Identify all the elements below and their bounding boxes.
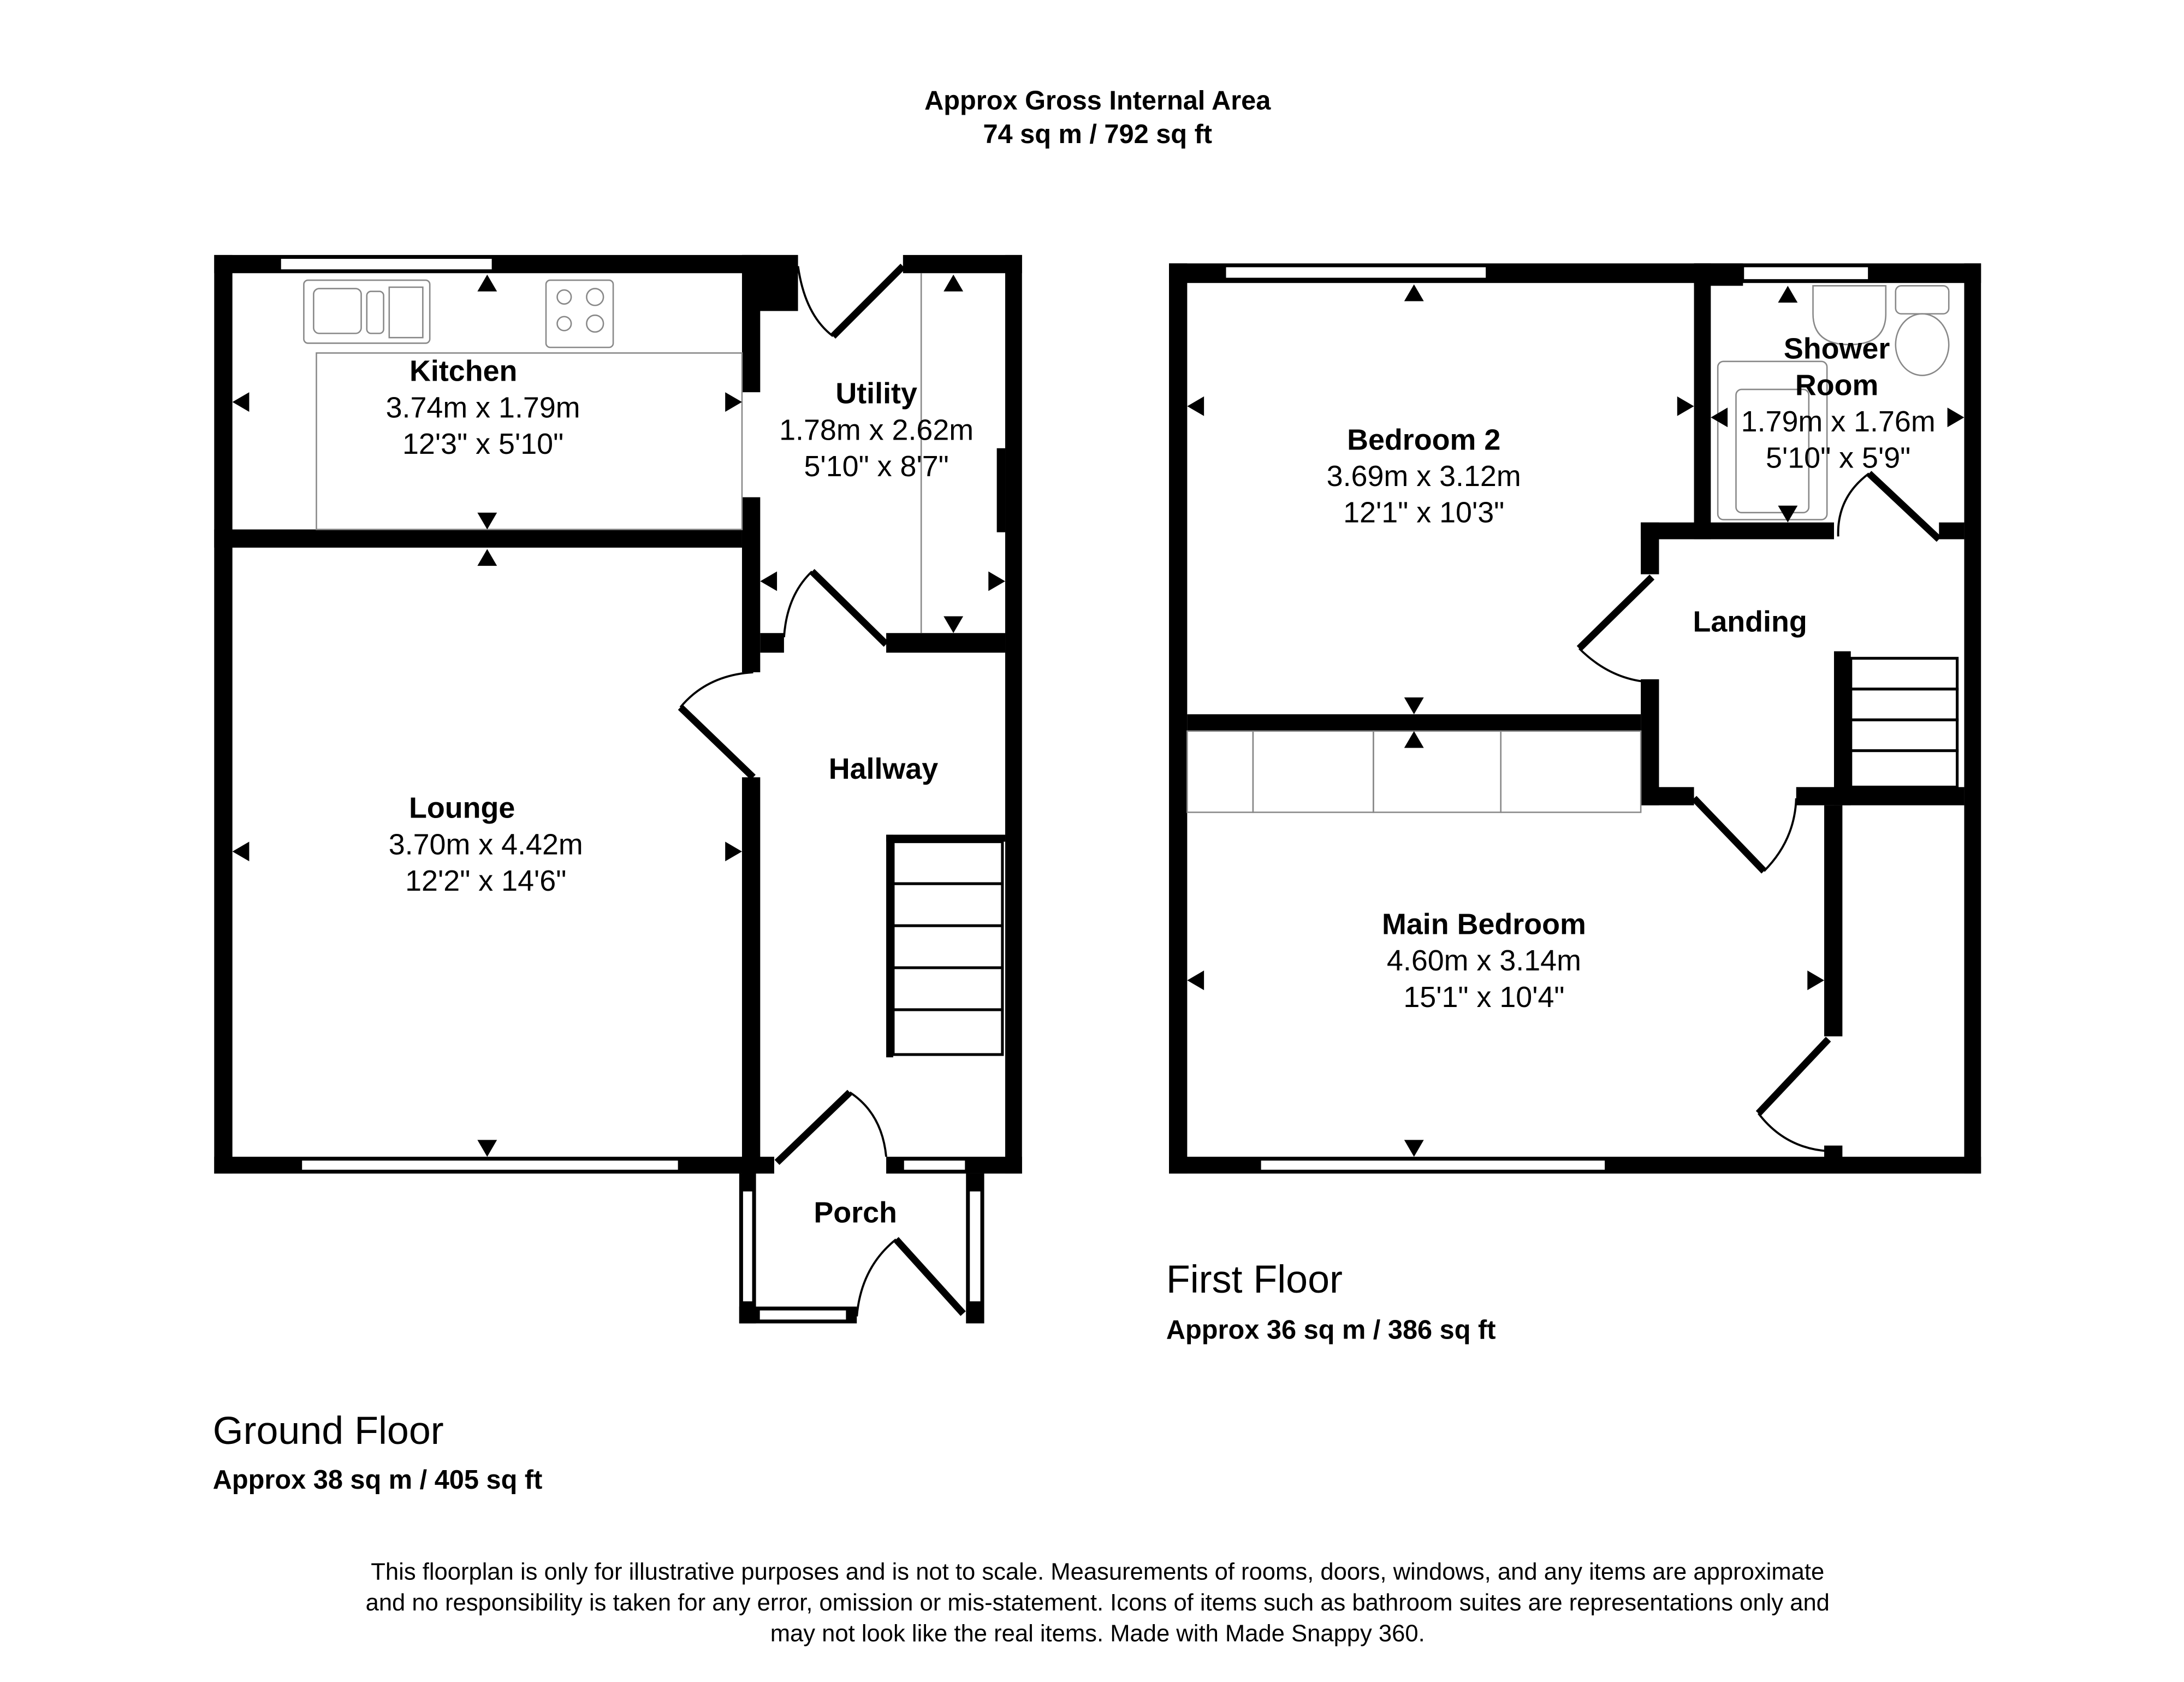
wardrobes (1186, 730, 1642, 813)
room-name-lounge: Lounge (409, 792, 515, 825)
windows (278, 257, 983, 1322)
hob-icon (545, 279, 614, 348)
windows (1224, 265, 1871, 1172)
room-metric-lounge: 3.70m x 4.42m (389, 828, 583, 861)
room-imperial-kitchen: 12'3" x 5'10" (402, 428, 563, 460)
room-name-porch: Porch (814, 1197, 897, 1229)
ground-floor-label: Ground Floor (213, 1409, 444, 1453)
ground-floor-area: Approx 38 sq m / 405 sq ft (213, 1465, 543, 1495)
room-imperial-shower: 5'10" x 5'9" (1766, 442, 1910, 475)
disclaimer-line-1: This floorplan is only for illustrative … (371, 1559, 1824, 1585)
room-name-shower-line1: Shower (1784, 333, 1890, 365)
room-imperial-main-bedroom: 15'1" x 10'4" (1403, 981, 1564, 1014)
gross-area-value: 74 sq m / 792 sq ft (983, 120, 1212, 149)
room-imperial-bedroom-2: 12'1" x 10'3" (1343, 496, 1504, 529)
stairs (1849, 656, 1959, 789)
room-name-shower-line2: Room (1795, 369, 1879, 401)
room-name-main-bedroom: Main Bedroom (1382, 908, 1586, 941)
doors (678, 263, 966, 1317)
disclaimer-line-3: may not look like the real items. Made w… (770, 1620, 1425, 1647)
toilet-icon (1895, 285, 1950, 376)
stairs (886, 834, 1006, 1058)
room-name-bedroom-2: Bedroom 2 (1347, 423, 1500, 456)
room-name-hallway: Hallway (829, 753, 939, 785)
gross-area-title: Approx Gross Internal Area (924, 86, 1271, 115)
shower-tray-icon (1717, 360, 1828, 520)
room-name-landing: Landing (1693, 606, 1807, 638)
bathroom-fixtures (1717, 285, 1950, 520)
first-floor-label: First Floor (1166, 1258, 1343, 1301)
first-floor-area: Approx 36 sq m / 386 sq ft (1166, 1316, 1496, 1345)
room-metric-utility: 1.78m x 2.62m (779, 413, 974, 446)
room-name-kitchen: Kitchen (410, 355, 517, 388)
disclaimer-line-2: and no responsibility is taken for any e… (366, 1590, 1830, 1616)
room-metric-kitchen: 3.74m x 1.79m (386, 391, 580, 424)
room-metric-bedroom-2: 3.69m x 3.12m (1327, 460, 1521, 493)
sink-icon (303, 279, 431, 344)
kitchen-fixtures (303, 273, 922, 633)
room-imperial-utility: 5'10" x 8'7" (804, 450, 948, 483)
room-name-utility: Utility (835, 377, 917, 410)
room-metric-shower: 1.79m x 1.76m (1741, 405, 1936, 438)
room-metric-main-bedroom: 4.60m x 3.14m (1387, 944, 1581, 977)
room-imperial-lounge: 12'2" x 14'6" (405, 864, 566, 897)
doors (1576, 471, 1942, 1152)
walls (214, 254, 1022, 1324)
basin-icon (1812, 285, 1887, 346)
first-floor-plan: Bedroom 2 3.69m x 3.12m 12'1" x 10'3" Sh… (1169, 263, 1981, 1174)
ground-floor-plan: Kitchen 3.74m x 1.79m 12'3" x 5'10" Util… (214, 254, 1022, 1324)
